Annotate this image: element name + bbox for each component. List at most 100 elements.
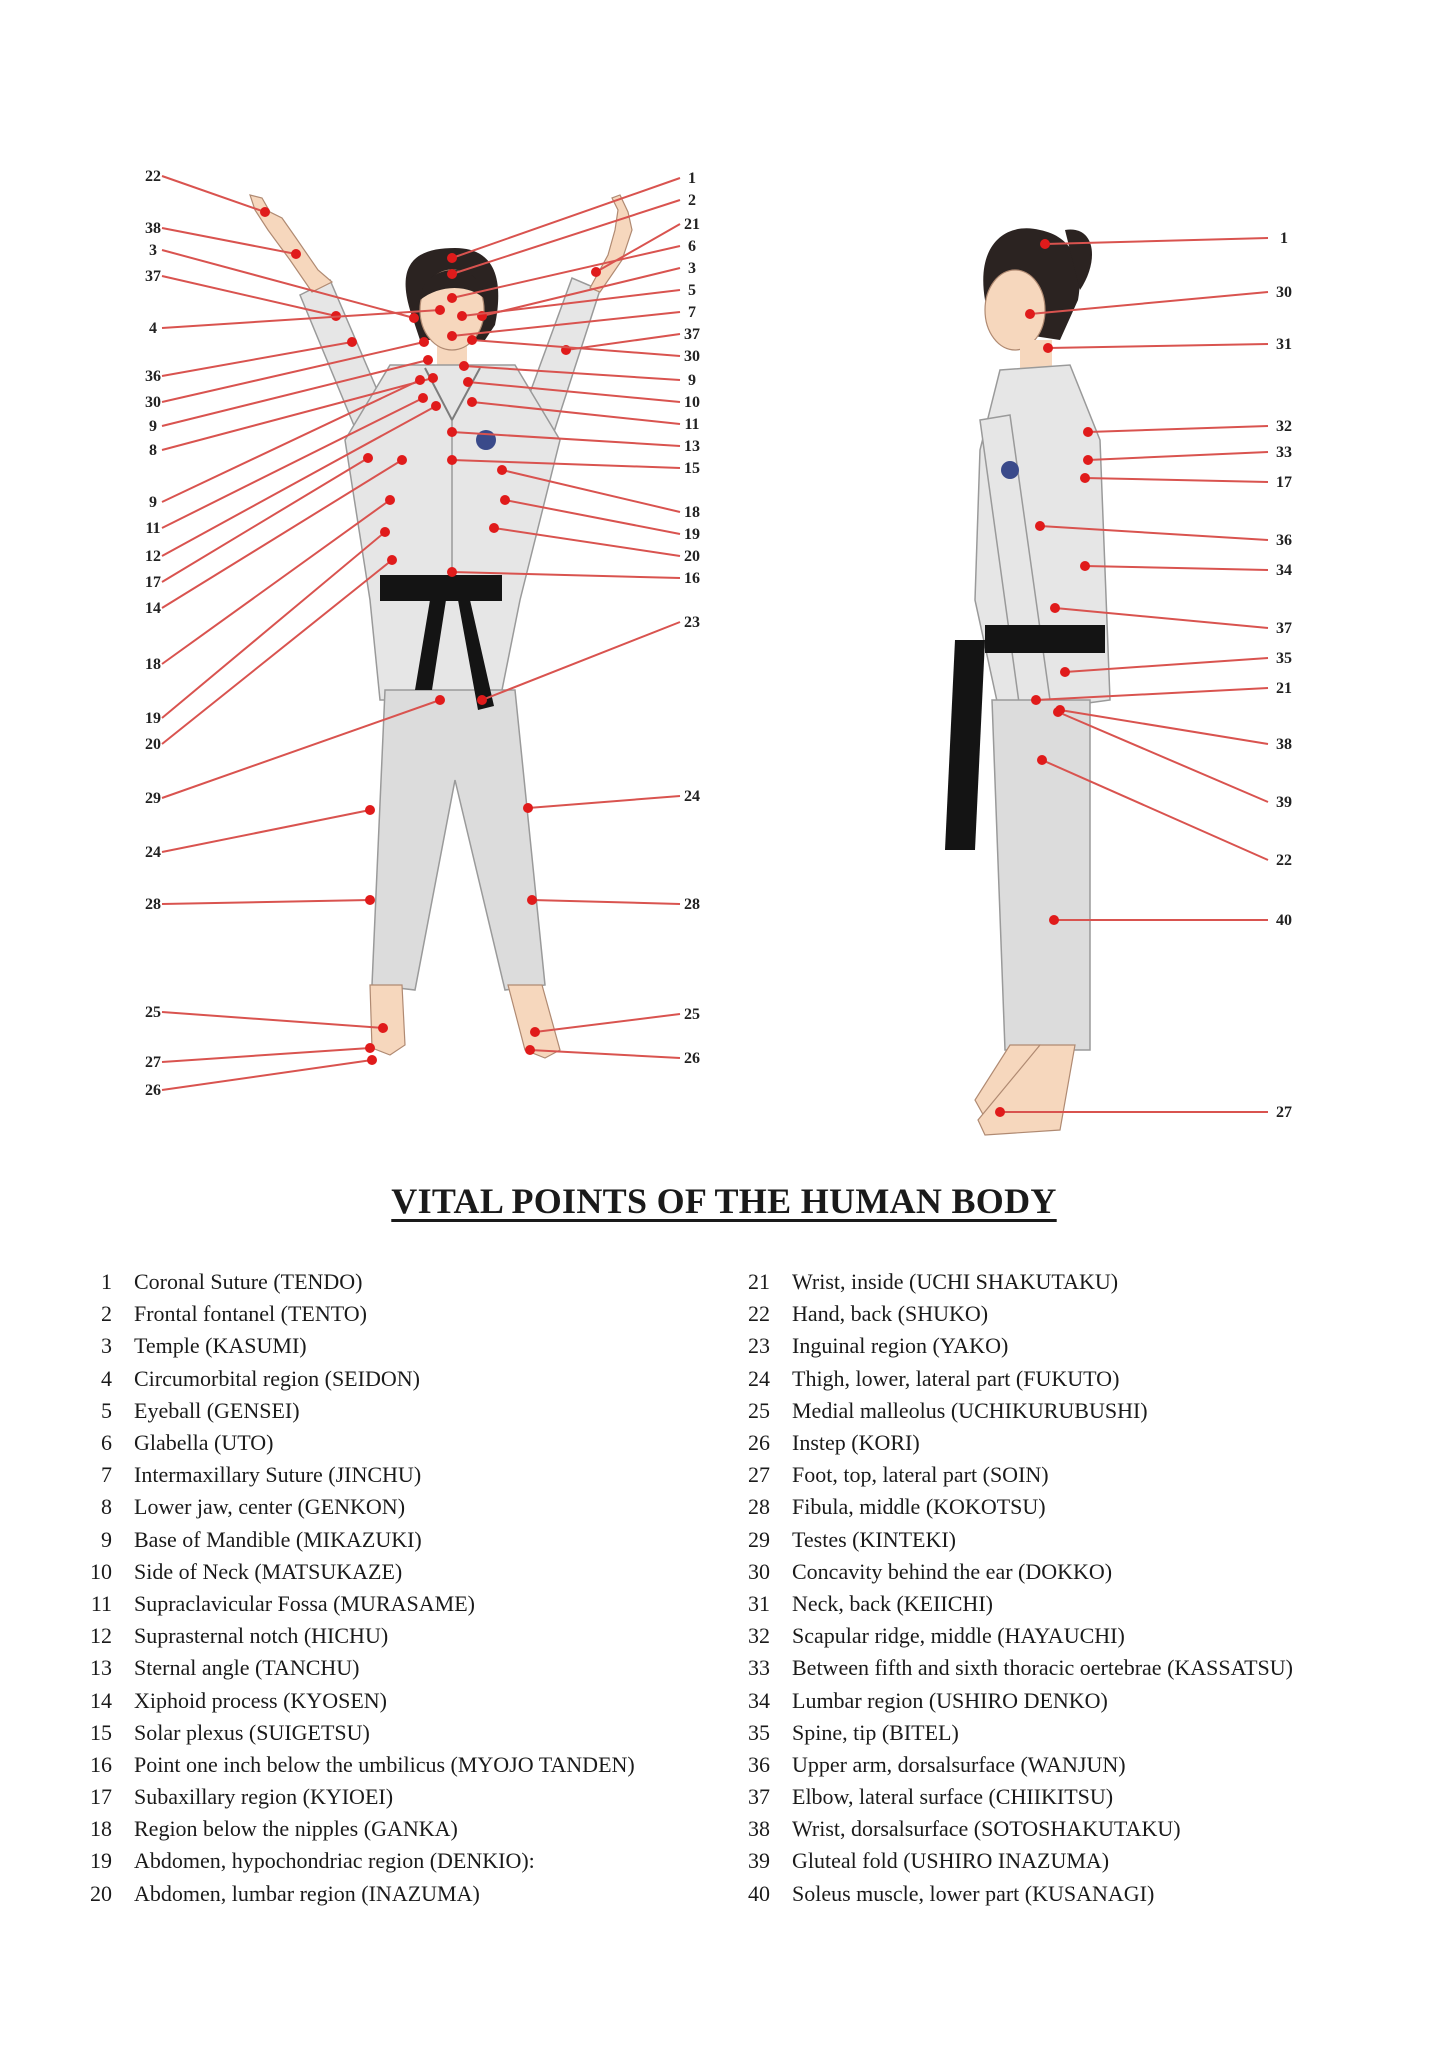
legend-item-number: 26 <box>748 1430 770 1456</box>
pointer-line <box>463 365 681 381</box>
vital-point-dot <box>447 253 457 263</box>
point-number-label: 1 <box>1280 230 1288 247</box>
point-number-label: 4 <box>149 320 157 337</box>
legend-item-text: Solar plexus (SUIGETSU) <box>134 1719 370 1745</box>
point-number-label: 30 <box>684 348 700 365</box>
vital-point-dot <box>380 527 390 537</box>
legend-item-text: Spine, tip (BITEL) <box>792 1719 959 1745</box>
pointer-line <box>1087 451 1269 461</box>
legend-item-number: 2 <box>101 1301 112 1327</box>
point-number-label: 34 <box>1276 562 1292 579</box>
side-trousers <box>991 699 1091 1051</box>
legend-item-text: Temple (KASUMI) <box>134 1333 307 1359</box>
point-number-label: 26 <box>684 1050 700 1067</box>
point-number-label: 20 <box>684 548 700 565</box>
point-number-label: 19 <box>684 526 700 543</box>
vital-point-dot <box>1040 239 1050 249</box>
legend-item-text: Hand, back (SHUKO) <box>792 1301 989 1327</box>
point-number-label: 9 <box>149 418 157 435</box>
pointer-line <box>595 223 681 273</box>
point-number-label: 24 <box>684 788 700 805</box>
legend-item-number: 9 <box>101 1526 112 1552</box>
pointer-line <box>493 527 681 557</box>
vital-point-dot <box>459 361 469 371</box>
pointer-line <box>161 809 371 853</box>
vital-point-dot <box>447 331 457 341</box>
point-number-label: 18 <box>145 656 161 673</box>
legend-item-text: Fibula, middle (KOKOTSU) <box>792 1494 1046 1520</box>
legend-item-number: 25 <box>748 1397 770 1423</box>
legend-item-number: 3 <box>101 1333 112 1359</box>
pointer-line <box>1084 565 1269 571</box>
vital-point-dot <box>1083 455 1093 465</box>
point-number-label: 39 <box>1276 794 1292 811</box>
pointer-line <box>451 199 681 275</box>
point-number-label: 26 <box>145 1082 161 1099</box>
pointer-line <box>527 795 681 809</box>
pointer-line <box>1084 477 1269 483</box>
legend-item-text: Point one inch below the umbilicus (MYOJ… <box>134 1751 635 1777</box>
legend-item-number: 17 <box>90 1784 112 1810</box>
legend-item-number: 29 <box>748 1526 770 1552</box>
legend-item-text: Testes (KINTEKI) <box>792 1526 957 1552</box>
point-number-label: 13 <box>684 438 700 455</box>
legend-item-number: 31 <box>748 1590 770 1616</box>
point-number-label: 32 <box>1276 418 1292 435</box>
pointer-line <box>161 359 429 427</box>
legend-item-text: Gluteal fold (USHIRO INAZUMA) <box>792 1848 1110 1874</box>
page-title: VITAL POINTS OF THE HUMAN BODY <box>391 1181 1057 1221</box>
point-number-label: 30 <box>145 394 161 411</box>
point-number-label: 30 <box>1276 284 1292 301</box>
vital-point-dot <box>431 401 441 411</box>
vital-point-dot <box>347 337 357 347</box>
pointer-line <box>161 227 297 255</box>
legend-item-number: 21 <box>748 1269 770 1295</box>
point-number-label: 36 <box>1276 532 1292 549</box>
point-number-label: 3 <box>149 242 157 259</box>
legend-item-text: Elbow, lateral surface (CHIIKITSU) <box>792 1784 1114 1810</box>
point-number-label: 27 <box>145 1054 161 1071</box>
point-number-label: 3 <box>688 260 696 277</box>
vital-point-dot <box>428 373 438 383</box>
point-number-label: 17 <box>1276 474 1292 491</box>
point-number-label: 16 <box>684 570 700 587</box>
legend-item-text: Suprasternal notch (HICHU) <box>134 1623 389 1649</box>
legend-item-text: Abdomen, hypochondriac region (DENKIO): <box>134 1848 535 1874</box>
legend-item-number: 13 <box>90 1655 112 1681</box>
pointer-line <box>1047 343 1269 349</box>
pointer-line <box>161 397 424 529</box>
point-number-label: 21 <box>1276 680 1292 697</box>
vital-point-dot <box>1050 603 1060 613</box>
point-number-label: 11 <box>684 416 699 433</box>
vital-point-dot <box>423 355 433 365</box>
legend-item-text: Abdomen, lumbar region (INAZUMA) <box>134 1880 480 1906</box>
pointer-line <box>1064 657 1269 673</box>
legend-item-number: 10 <box>90 1558 112 1584</box>
vital-point-dot <box>418 393 428 403</box>
point-number-label: 14 <box>145 600 161 617</box>
pointer-line <box>565 333 681 351</box>
legend-item-number: 4 <box>101 1365 112 1391</box>
legend-item-number: 7 <box>101 1462 112 1488</box>
vital-point-dot <box>365 895 375 905</box>
vital-point-dot <box>378 1023 388 1033</box>
legend-item-text: Inguinal region (YAKO) <box>792 1333 1009 1359</box>
vital-point-dot <box>1060 667 1070 677</box>
vital-point-dot <box>1049 915 1059 925</box>
vital-point-dot <box>1037 755 1047 765</box>
legend-item-number: 16 <box>90 1751 112 1777</box>
